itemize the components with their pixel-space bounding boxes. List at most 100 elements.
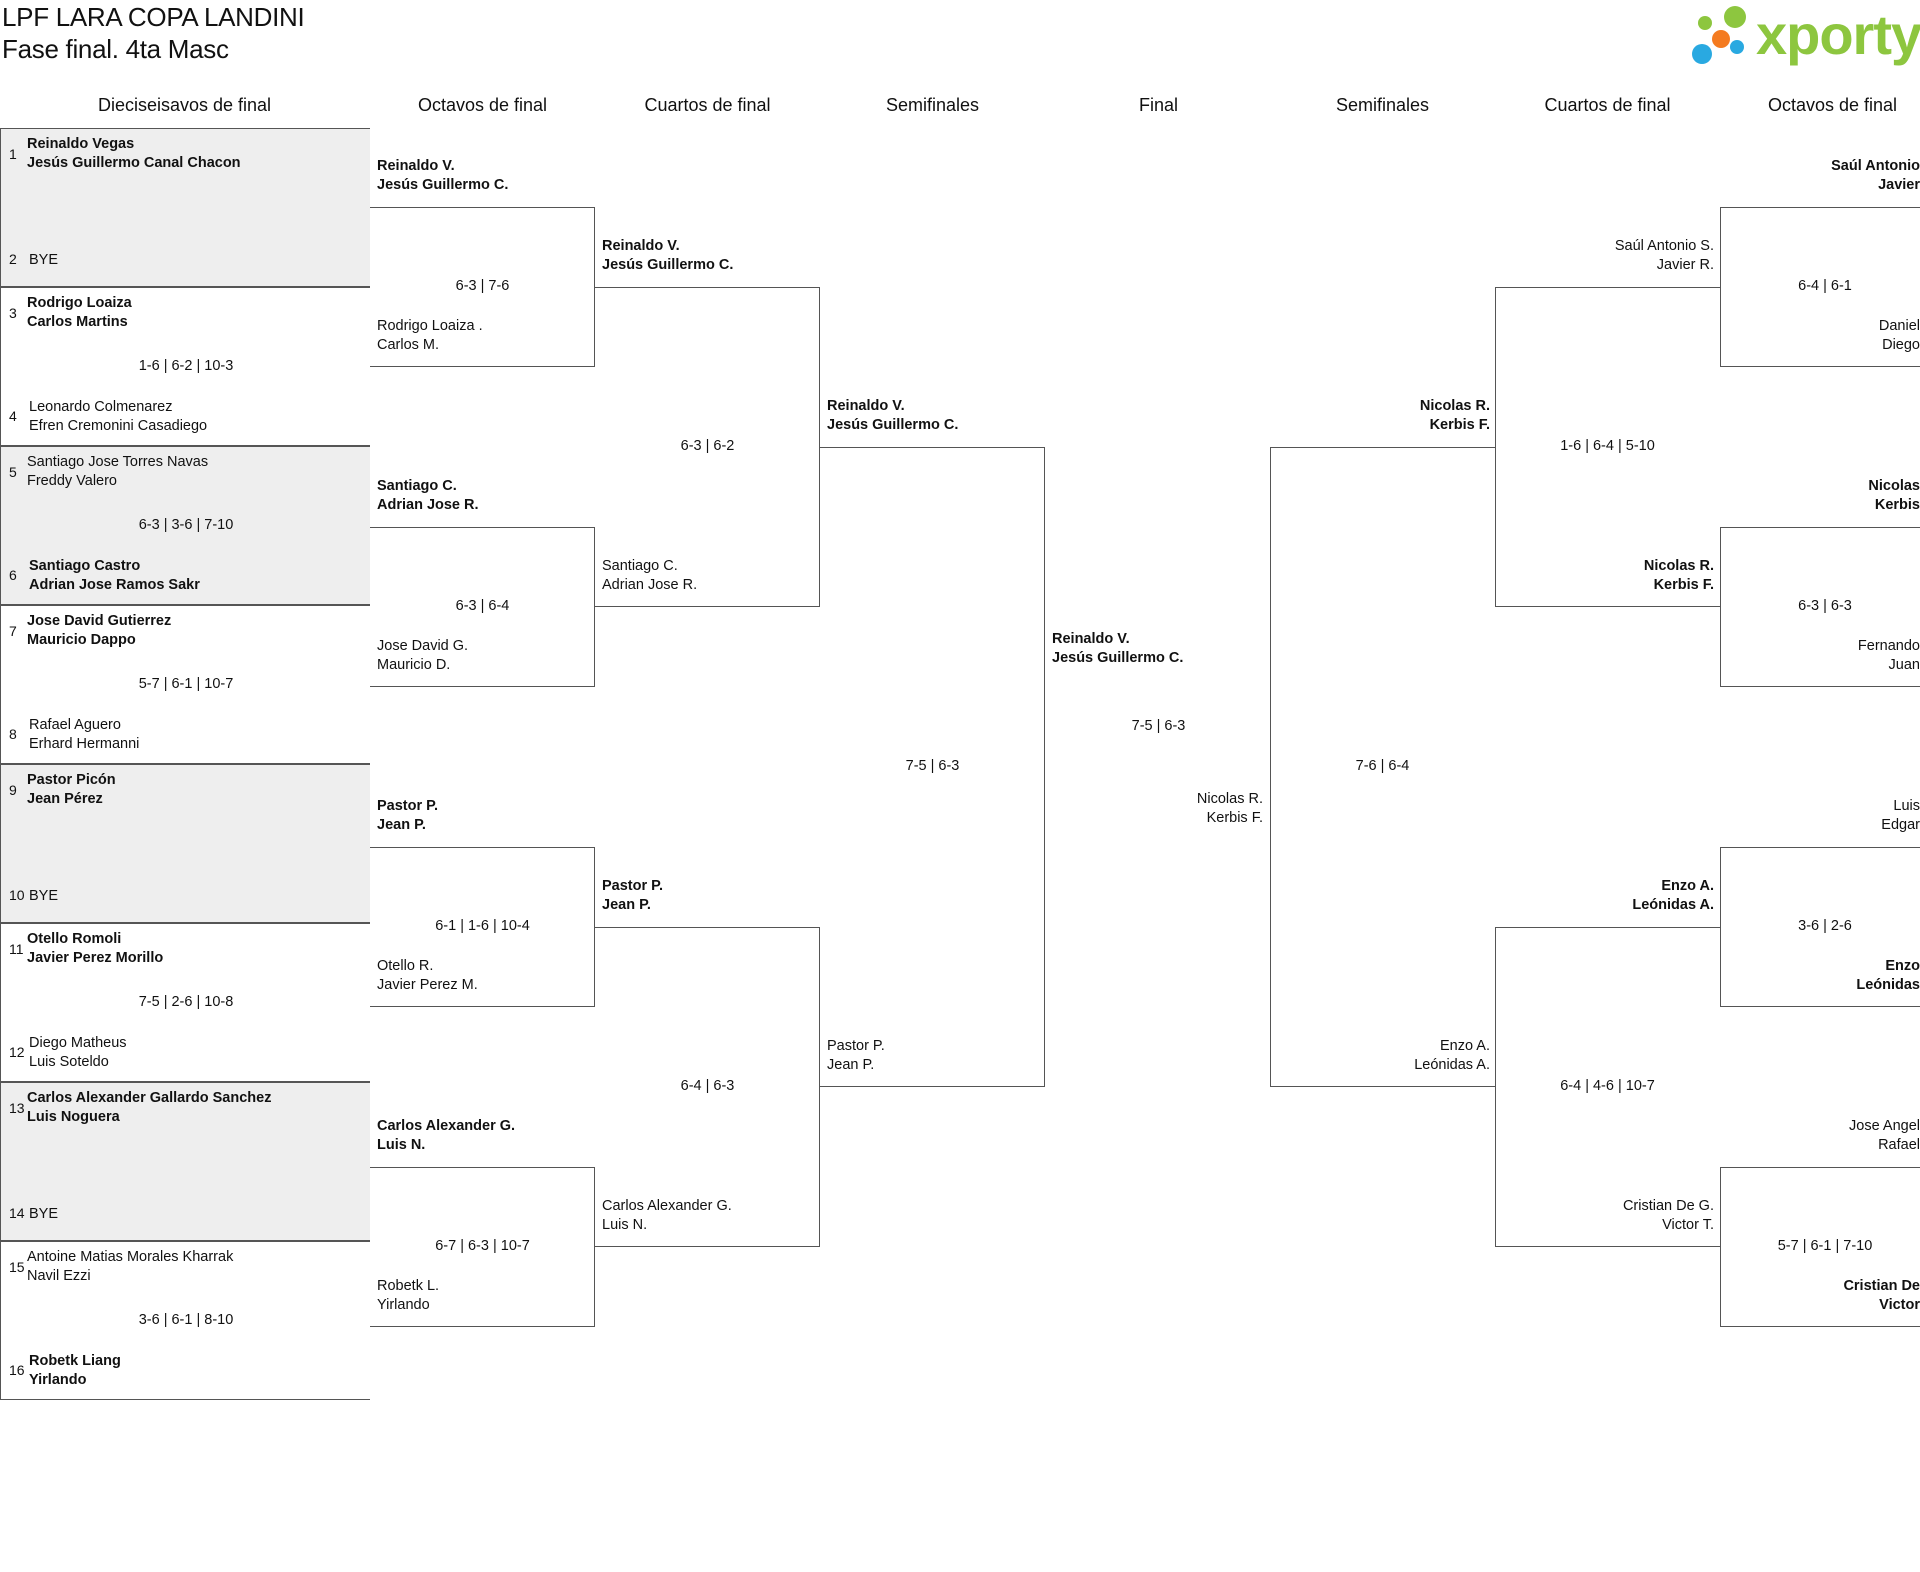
r16-right-connector (1720, 527, 1920, 687)
r16-right-score: 6-3 | 6-3 (1798, 598, 1852, 614)
qf-team-b-player-1: Carlos Alexander G. (602, 1198, 732, 1214)
r16-right-team-b-player-1: Cristian De (1843, 1278, 1920, 1294)
r16-team-a[interactable]: Reinaldo V. Jesús Guillermo C. (377, 157, 508, 195)
r32-team-b[interactable]: BYE (29, 887, 58, 906)
header-octavos: Octavos de final (417, 95, 548, 115)
final-team-b[interactable]: Nicolas R.Kerbis F. (1197, 790, 1263, 828)
seed-number: 13 (9, 1100, 25, 1116)
r16-team-b-player-2: Javier Perez M. (377, 977, 478, 993)
seed-number: 12 (9, 1044, 25, 1060)
r16-team-b[interactable]: Jose David G.Mauricio D. (377, 637, 468, 675)
qf-team-b[interactable]: Carlos Alexander G. Luis N. (602, 1197, 732, 1235)
header-semifinales: Semifinales (885, 95, 980, 115)
r32-team-b[interactable]: BYE (29, 251, 58, 270)
r16-team-b[interactable]: Robetk L.Yirlando (377, 1277, 439, 1315)
seed-number: 7 (9, 623, 17, 639)
header-dieciseisavos: Dieciseisavos de final (97, 95, 272, 115)
qf-team-a-player-2: Jean P. (602, 897, 651, 913)
qf-right-team-b[interactable]: Cristian De G.Victor T. (1623, 1197, 1714, 1235)
r16-team-a[interactable]: Pastor P.Jean P. (377, 797, 438, 835)
r32-team-b-player-1: Robetk Liang (29, 1353, 121, 1369)
r16-connector (370, 207, 595, 367)
qf-score: 6-3 | 6-2 (680, 438, 735, 454)
qf-team-a[interactable]: Reinaldo V.Jesús Guillermo C. (602, 237, 733, 275)
seed-number: 14 (9, 1205, 25, 1221)
qf-right-team-a[interactable]: Saúl Antonio S.Javier R. (1615, 237, 1714, 275)
qf-team-b[interactable]: Santiago C.Adrian Jose R. (602, 557, 697, 595)
r16-right-connector (1720, 207, 1920, 367)
r16-team-b-player-2: Mauricio D. (377, 657, 451, 673)
final-team-a[interactable]: Reinaldo V.Jesús Guillermo C. (1052, 630, 1183, 668)
r32-team-a-player-1: Reinaldo Vegas (27, 136, 135, 152)
header-final: Final (1138, 95, 1178, 115)
tournament-title: LPF LARA COPA LANDINI (2, 2, 305, 32)
qf-right-score: 6-4 | 4-6 | 10-7 (1560, 1078, 1655, 1094)
qf-team-a[interactable]: Pastor P. Jean P. (602, 877, 663, 915)
final-team-a-player-1: Reinaldo V. (1052, 631, 1130, 647)
r16-team-a-player-1: Santiago C. (377, 478, 457, 494)
qf-connector (595, 287, 820, 607)
qf-right-team-b[interactable]: Nicolas R.Kerbis F. (1644, 557, 1714, 595)
r32-team-b-player-2: Erhard Hermanni (29, 736, 140, 752)
logo-dot-green-small (1698, 16, 1712, 30)
qf-team-b-player-2: Luis N. (602, 1217, 648, 1233)
qf-right-team-b-player-1: Nicolas R. (1643, 558, 1714, 574)
r16-team-a-player-2: Jesús Guillermo C. (377, 177, 509, 193)
r16-right-team-b-player-1: Enzo (1885, 958, 1920, 974)
r32-team-a-player-1: Antoine Matias Morales Kharrak (27, 1249, 234, 1265)
r16-team-b[interactable]: Otello R.Javier Perez M. (377, 957, 478, 995)
r32-team-a-player-2: Luis Noguera (27, 1109, 120, 1125)
qf-team-a-player-1: Reinaldo V. (602, 238, 680, 254)
sf-right-team-a-player-2: Kerbis F. (1429, 417, 1490, 433)
r16-team-a[interactable]: Carlos Alexander G.Luis N. (377, 1117, 515, 1155)
r32-team-a-player-1: Rodrigo Loaiza (27, 295, 132, 311)
logo-dot-orange (1712, 30, 1730, 48)
r16-team-a-player-1: Reinaldo V. (377, 158, 455, 174)
seed-number: 15 (9, 1259, 25, 1275)
sf-team-a[interactable]: Reinaldo V.Jesús Guillermo C. (827, 397, 958, 435)
r32-team-a-player-2: Jean Pérez (27, 791, 103, 807)
qf-right-team-a-player-2: Leónidas A. (1632, 897, 1714, 913)
sf-team-b[interactable]: Pastor P.Jean P. (827, 1037, 885, 1075)
sf-right-connector (1270, 447, 1495, 1087)
qf-right-team-a[interactable]: Enzo A.Leónidas A. (1632, 877, 1714, 915)
sf-right-team-a[interactable]: Nicolas R.Kerbis F. (1420, 397, 1490, 435)
sf-right-team-b-player-2: Leónidas A. (1414, 1057, 1490, 1073)
qf-right-team-b-player-1: Cristian De G. (1622, 1198, 1714, 1214)
r32-team-a-player-2: Carlos Martins (27, 314, 128, 330)
sf-connector (820, 447, 1045, 1087)
seed-number: 11 (9, 941, 24, 957)
qf-score: 6-4 | 6-3 (680, 1078, 735, 1094)
r16-team-a-player-1: Carlos Alexander G. (377, 1118, 516, 1134)
r16-team-a[interactable]: Santiago C.Adrian Jose R. (377, 477, 479, 515)
r32-score: 7-5 | 2-6 | 10-8 (138, 994, 234, 1010)
sf-score: 7-5 | 6-3 (905, 758, 960, 774)
qf-team-a-player-1: Pastor P. (602, 878, 663, 894)
r32-team-a-player-1: Pastor Picón (27, 772, 116, 788)
sf-right-team-b[interactable]: Enzo A.Leónidas A. (1414, 1037, 1490, 1075)
r32-score: 6-3 | 3-6 | 7-10 (138, 517, 234, 533)
r16-team-b[interactable]: Rodrigo Loaiza .Carlos M. (377, 317, 483, 355)
r32-team-b[interactable]: BYE (29, 1205, 58, 1224)
